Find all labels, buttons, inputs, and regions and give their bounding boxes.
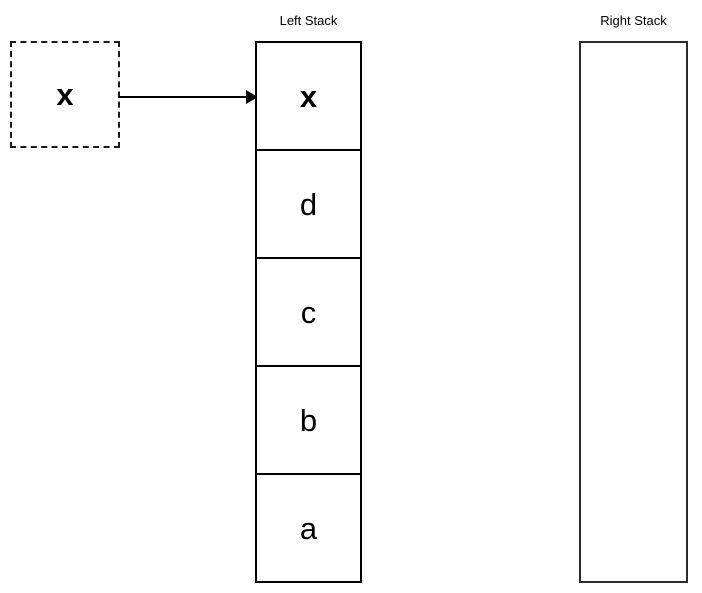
cell-value: x <box>299 78 318 114</box>
left-stack[interactable]: x d c b a <box>255 41 362 583</box>
cell-value: c <box>300 294 317 330</box>
incoming-value-label: x <box>56 77 74 112</box>
cell-value: a <box>299 510 318 546</box>
left-stack-cell[interactable]: d <box>257 151 360 259</box>
cell-value: b <box>299 402 318 438</box>
push-arrow <box>118 82 258 112</box>
cell-value: d <box>299 186 318 222</box>
right-stack[interactable] <box>579 41 688 583</box>
left-stack-cell[interactable]: x <box>257 43 360 151</box>
right-stack-label: Right Stack <box>600 13 667 28</box>
left-stack-cell[interactable]: a <box>257 475 360 581</box>
left-stack-label: Left Stack <box>279 13 338 28</box>
push-arrow-icon <box>118 90 258 104</box>
left-stack-cell[interactable]: c <box>257 259 360 367</box>
left-stack-cell[interactable]: b <box>257 367 360 475</box>
incoming-value-box[interactable]: x <box>10 41 120 148</box>
